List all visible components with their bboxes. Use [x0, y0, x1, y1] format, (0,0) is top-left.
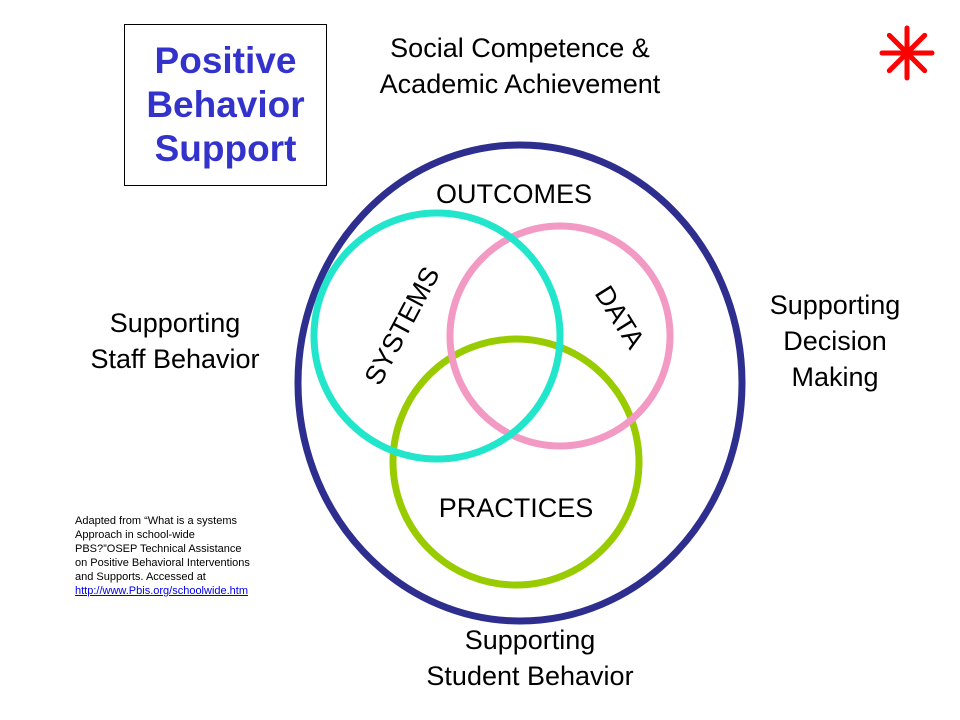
- citation-line: and Supports. Accessed at: [75, 571, 206, 583]
- citation-line: Adapted from “What is a systems: [75, 515, 237, 527]
- practices-circle: [389, 335, 643, 589]
- asterisk-svg: [879, 25, 935, 81]
- data-label: DATA: [589, 280, 650, 354]
- caption-right: Supporting Decision Making: [735, 287, 935, 395]
- title-line: Support: [154, 128, 297, 169]
- citation-line: on Positive Behavioral Interventions: [75, 557, 250, 569]
- title-line: Behavior: [146, 84, 305, 125]
- caption-line: Supporting: [769, 290, 901, 320]
- caption-line: Staff Behavior: [90, 344, 260, 374]
- caption-line: Decision: [783, 326, 887, 356]
- caption-line: Making: [791, 362, 879, 392]
- caption-bottom: Supporting Student Behavior: [380, 622, 680, 694]
- outer-ellipse: [294, 141, 746, 625]
- citation-link[interactable]: http://www.Pbis.org/schoolwide.htm: [75, 585, 249, 597]
- citation-line: PBS?”OSEP Technical Assistance: [75, 543, 242, 555]
- caption-line: Social Competence &: [390, 33, 650, 63]
- practices-label: PRACTICES: [439, 493, 594, 523]
- caption-line: Supporting: [109, 308, 241, 338]
- systems-circle: [310, 209, 564, 463]
- title-box: Positive Behavior Support: [124, 24, 327, 186]
- caption-line: Academic Achievement: [379, 69, 661, 99]
- data-circle: [446, 222, 674, 450]
- caption-line: Supporting: [464, 625, 596, 655]
- red-asterisk-icon: [876, 22, 938, 84]
- citation: Adapted from “What is a systems Approach…: [75, 514, 305, 598]
- title-line: Positive: [154, 40, 297, 81]
- caption-top: Social Competence & Academic Achievement: [320, 30, 720, 102]
- citation-line: Approach in school-wide: [75, 529, 195, 541]
- caption-left: Supporting Staff Behavior: [40, 305, 310, 377]
- caption-line: Student Behavior: [426, 661, 634, 691]
- outcomes-label: OUTCOMES: [436, 179, 592, 209]
